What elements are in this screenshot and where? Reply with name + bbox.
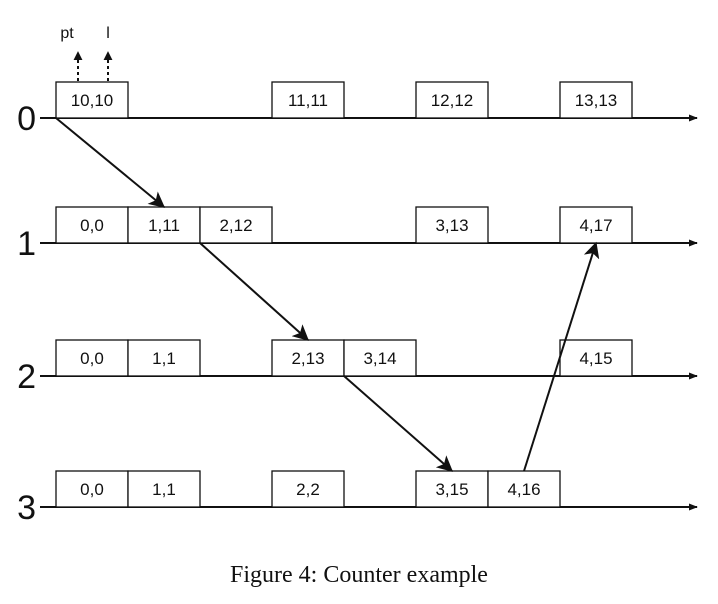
message-arrow <box>55 117 166 208</box>
event-box: 2,2 <box>271 470 345 508</box>
message-arrow <box>523 241 600 472</box>
event-box-label: 1,11 <box>148 216 180 235</box>
event-box: 3,14 <box>343 339 417 377</box>
event-box-label: 1,1 <box>152 349 176 368</box>
event-box-label: 2,12 <box>219 216 252 235</box>
pointer-label-pt: pt <box>60 25 74 42</box>
event-box: 1,1 <box>127 470 201 508</box>
lane-label: 2 <box>17 358 36 396</box>
event-box-label: 0,0 <box>80 216 104 235</box>
event-box-frame <box>271 339 345 377</box>
event-box-label: 2,2 <box>296 480 320 499</box>
event-box-frame <box>559 339 633 377</box>
event-box-label: 3,13 <box>435 216 468 235</box>
lanes-layer: 0 10,10 11,11 12,12 13,13 1 0,0 1,11 2,12 3,13 4,1… <box>17 81 698 527</box>
event-box-frame <box>55 339 129 377</box>
message-arrow <box>343 375 454 472</box>
event-box: 11,11 <box>271 81 345 119</box>
process-lane-2: 2 0,0 1,1 2,13 3,14 4,15 <box>17 339 698 396</box>
event-box: 3,15 <box>415 470 489 508</box>
event-box: 1,11 <box>127 206 201 244</box>
event-box-label: 4,15 <box>579 349 612 368</box>
event-box: 2,13 <box>271 339 345 377</box>
event-box-frame <box>271 470 345 508</box>
event-box-frame <box>55 470 129 508</box>
event-box: 4,15 <box>559 339 633 377</box>
event-box-label: 1,1 <box>152 480 176 499</box>
event-box-label: 4,17 <box>579 216 612 235</box>
event-box: 4,16 <box>487 470 561 508</box>
event-box-frame <box>127 206 201 244</box>
process-lane-1: 1 0,0 1,11 2,12 3,13 4,17 <box>17 206 698 263</box>
event-box: 12,12 <box>415 81 489 119</box>
event-box-frame <box>127 470 201 508</box>
event-box: 0,0 <box>55 470 129 508</box>
event-box-label: 0,0 <box>80 349 104 368</box>
event-box-frame <box>415 206 489 244</box>
event-box-label: 3,15 <box>435 480 468 499</box>
lane-label: 1 <box>17 225 36 263</box>
event-box-frame <box>559 81 633 119</box>
event-box: 1,1 <box>127 339 201 377</box>
event-box-frame <box>127 339 201 377</box>
event-box: 4,17 <box>559 206 633 244</box>
event-box-frame <box>415 81 489 119</box>
event-box-label: 12,12 <box>431 91 474 110</box>
event-box-frame <box>199 206 273 244</box>
message-arrow <box>199 242 309 341</box>
event-box-label: 0,0 <box>80 480 104 499</box>
event-box-label: 10,10 <box>71 91 114 110</box>
event-box: 10,10 <box>55 81 129 119</box>
event-box-label: 3,14 <box>363 349 396 368</box>
event-box: 13,13 <box>559 81 633 119</box>
event-box: 0,0 <box>55 339 129 377</box>
event-box-label: 2,13 <box>291 349 324 368</box>
figure-caption: Figure 4: Counter example <box>230 562 488 588</box>
messages-layer <box>55 117 600 472</box>
event-box: 2,12 <box>199 206 273 244</box>
pointers-layer: pt l <box>60 25 113 81</box>
event-box: 0,0 <box>55 206 129 244</box>
event-box-frame <box>415 470 489 508</box>
process-lane-3: 3 0,0 1,1 2,2 3,15 4,16 <box>17 470 698 527</box>
pointer-label-l: l <box>106 25 110 42</box>
event-box-frame <box>487 470 561 508</box>
event-box-label: 11,11 <box>288 91 328 110</box>
event-box-label: 13,13 <box>575 91 618 110</box>
event-box-frame <box>271 81 345 119</box>
lane-label: 3 <box>17 489 36 527</box>
process-lane-0: 0 10,10 11,11 12,12 13,13 <box>17 81 698 138</box>
lane-label: 0 <box>17 100 36 138</box>
event-box-frame <box>55 81 129 119</box>
event-box-frame <box>343 339 417 377</box>
event-box-label: 4,16 <box>507 480 540 499</box>
event-box: 3,13 <box>415 206 489 244</box>
